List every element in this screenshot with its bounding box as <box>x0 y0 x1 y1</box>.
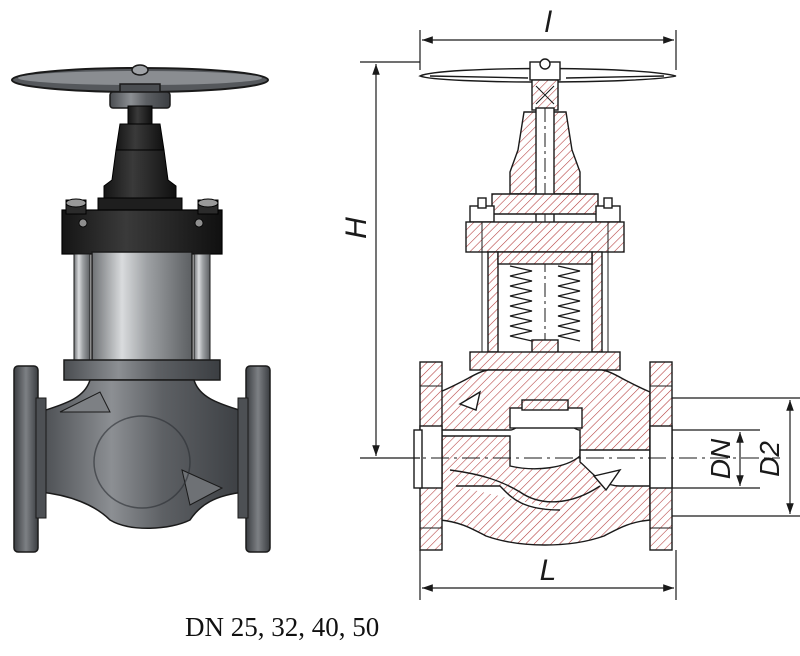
size-caption: DN 25, 32, 40, 50 <box>185 612 380 642</box>
handwheel <box>11 64 269 109</box>
valve-3d-render <box>11 64 271 553</box>
dim-dn-label: DN <box>705 438 736 479</box>
left-flange <box>13 365 47 553</box>
stem-yoke <box>97 105 183 213</box>
handwheel-section <box>418 58 677 111</box>
bonnet-flange <box>61 198 223 255</box>
flanges-section <box>413 361 673 551</box>
dim-big-l-label: L <box>540 554 557 587</box>
dim-l-label: l <box>545 6 553 39</box>
dimension-lines <box>360 30 800 600</box>
right-flange <box>237 365 271 553</box>
bellows-convolution <box>557 265 581 342</box>
dim-h-label: H <box>340 217 373 239</box>
dim-d2-label: D2 <box>754 441 785 477</box>
bellows-housing <box>63 251 221 381</box>
bellows-convolution <box>509 265 533 342</box>
valve-body <box>39 379 246 529</box>
valve-section-drawing <box>400 58 780 551</box>
body-section <box>439 351 651 546</box>
